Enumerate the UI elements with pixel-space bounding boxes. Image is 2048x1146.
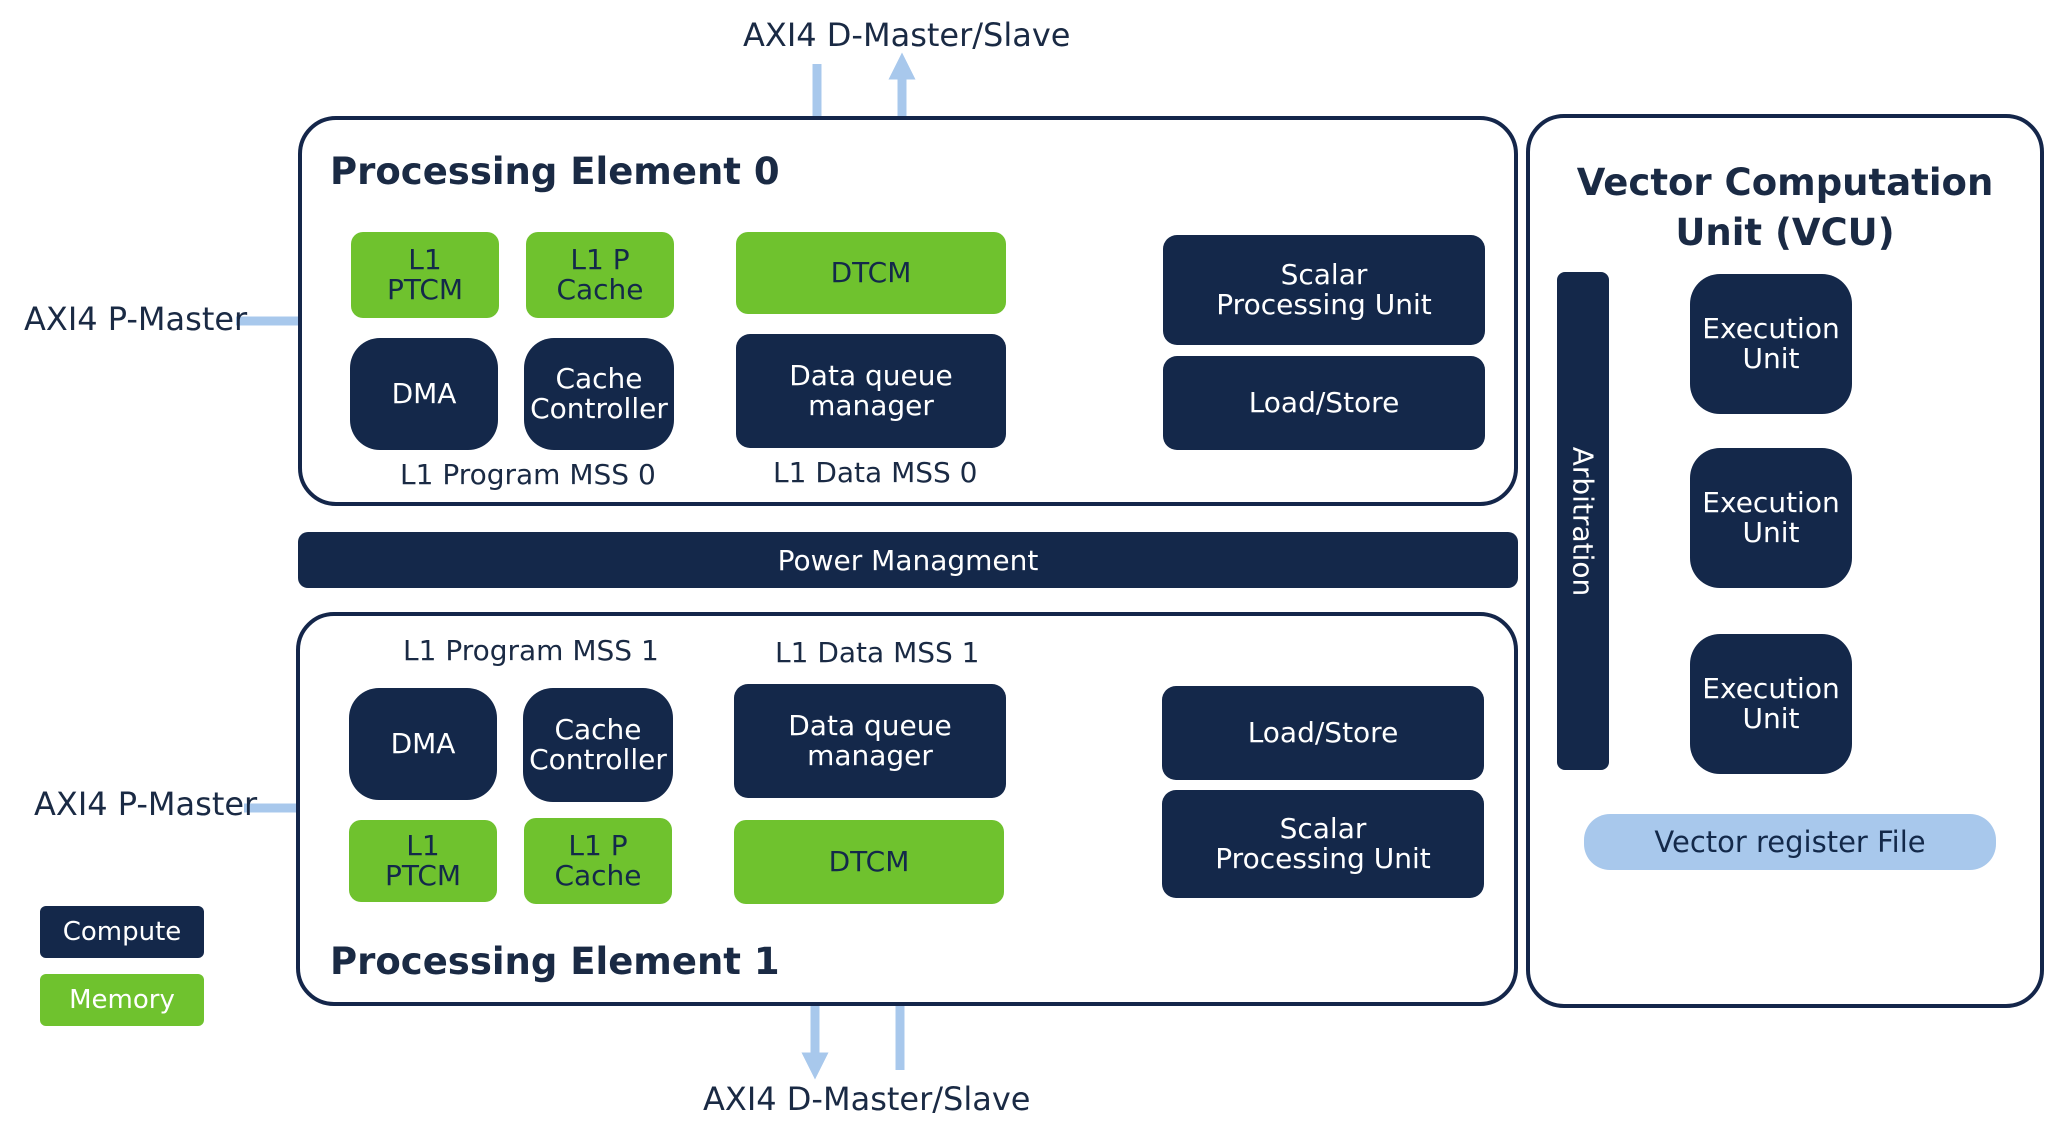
pe1-l1-data-mss-label: L1 Data MSS 1 — [775, 636, 980, 669]
pe0-l1-ptcm: L1 PTCM — [351, 232, 499, 318]
vcu-title: Vector Computation Unit (VCU) — [1576, 161, 1994, 254]
pe0-l1-program-mss-label: L1 Program MSS 0 — [400, 458, 656, 491]
pe0-cache-controller: Cache Controller — [524, 338, 674, 450]
execution-unit-3: Execution Unit — [1690, 634, 1852, 774]
pe1-dtcm: DTCM — [734, 820, 1004, 904]
pe1-l1-program-mss-label: L1 Program MSS 1 — [403, 634, 659, 667]
legend-compute: Compute — [40, 906, 204, 958]
processing-element-1-title: Processing Element 1 — [330, 940, 780, 983]
pe0-data-queue-manager: Data queue manager — [736, 334, 1006, 448]
pe1-l1-ptcm: L1 PTCM — [349, 820, 497, 902]
pe0-scalar-processing-unit: Scalar Processing Unit — [1163, 235, 1485, 345]
legend-memory: Memory — [40, 974, 204, 1026]
pe1-scalar-processing-unit: Scalar Processing Unit — [1162, 790, 1484, 898]
pe0-dma: DMA — [350, 338, 498, 450]
axi-d-master-slave-top-label: AXI4 D-Master/Slave — [743, 16, 1071, 54]
execution-unit-1: Execution Unit — [1690, 274, 1852, 414]
pe0-l1-data-mss-label: L1 Data MSS 0 — [773, 456, 978, 489]
vector-register-file: Vector register File — [1584, 814, 1996, 870]
pe1-data-queue-manager: Data queue manager — [734, 684, 1006, 798]
axi-p-master-bottom-label: AXI4 P-Master — [34, 785, 258, 823]
arbitration-bar: Arbitration — [1557, 272, 1609, 770]
axi-p-master-top-label: AXI4 P-Master — [24, 300, 248, 338]
power-management-bar: Power Managment — [298, 532, 1518, 588]
pe1-load-store: Load/Store — [1162, 686, 1484, 780]
execution-unit-2: Execution Unit — [1690, 448, 1852, 588]
processing-element-0-title: Processing Element 0 — [330, 150, 780, 193]
pe0-dtcm: DTCM — [736, 232, 1006, 314]
pe0-l1-p-cache: L1 P Cache — [526, 232, 674, 318]
pe1-dma: DMA — [349, 688, 497, 800]
pe0-load-store: Load/Store — [1163, 356, 1485, 450]
pe1-cache-controller: Cache Controller — [523, 688, 673, 802]
arbitration-label: Arbitration — [1566, 446, 1600, 596]
axi-d-master-slave-bottom-label: AXI4 D-Master/Slave — [703, 1080, 1031, 1118]
pe1-l1-p-cache: L1 P Cache — [524, 818, 672, 904]
